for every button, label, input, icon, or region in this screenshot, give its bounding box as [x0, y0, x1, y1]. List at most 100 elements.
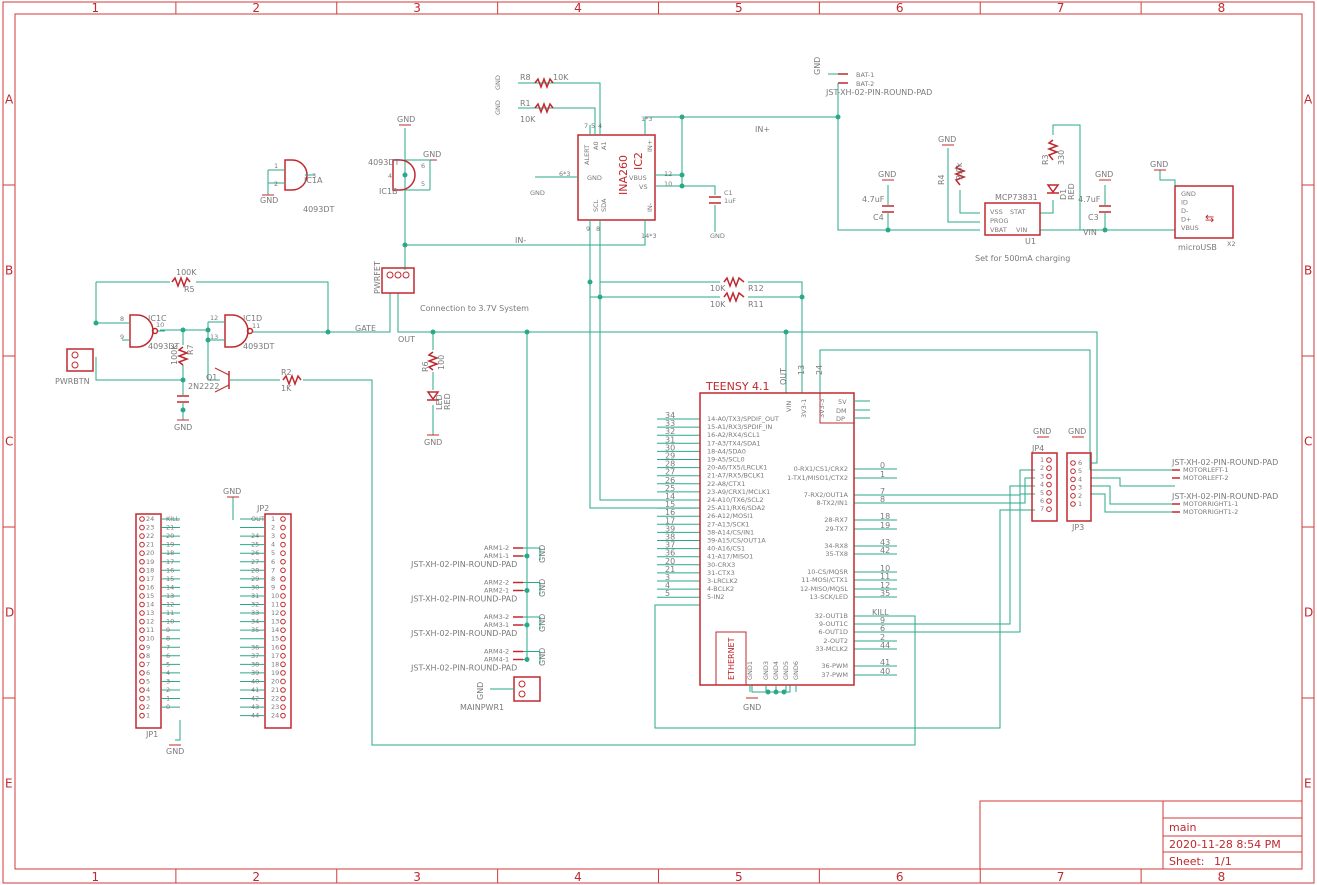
- jp3-pin-label: 2: [1078, 492, 1082, 500]
- teensy-pin-number: 41: [880, 658, 890, 667]
- gnd-label: GND: [1095, 170, 1113, 179]
- resistor-r1: R1 10K: [520, 99, 554, 124]
- capacitor-c1: C1 1uF: [709, 189, 736, 205]
- gnd-label: GND: [494, 75, 502, 90]
- svg-text:A1: A1: [600, 141, 608, 150]
- gnd-label: GND: [878, 170, 896, 179]
- zone-col-label: 1: [91, 1, 99, 15]
- svg-text:VSS: VSS: [990, 208, 1003, 216]
- capacitor-c4: 4.7uF C4: [862, 195, 894, 222]
- gnd-label: GND: [538, 579, 547, 597]
- teensy-gnd-pin: GND6: [792, 661, 800, 680]
- arm-pin1-label: ARM4-1: [484, 656, 509, 664]
- jp1-pin-label: 20: [146, 549, 154, 557]
- svg-text:X2: X2: [1227, 240, 1236, 248]
- svg-text:BAT-2: BAT-2: [856, 80, 874, 88]
- teensy-pin-name: 16-A2/RX4/SCL1: [707, 431, 760, 439]
- svg-text:R12: R12: [748, 284, 764, 293]
- teensy-gnd-pin: GND5: [782, 661, 790, 680]
- svg-text:4.7uF: 4.7uF: [1078, 195, 1101, 204]
- teensy-pin-number: 40: [880, 667, 890, 676]
- gnd-label: GND: [423, 150, 441, 159]
- gnd-label: GND: [166, 747, 184, 756]
- jp2-pin-label: 24: [271, 712, 279, 720]
- svg-text:VIN: VIN: [1016, 226, 1027, 234]
- svg-text:11: 11: [252, 322, 260, 330]
- jp1-pin-label: 9: [146, 643, 150, 651]
- teensy-pin-number: 11: [880, 572, 890, 581]
- teensy-pin-name: 1-TX1/MISO1/CTX2: [787, 474, 848, 482]
- jp2-pin-label: 11: [271, 601, 279, 609]
- svg-text:6: 6: [421, 162, 425, 170]
- zone-col-label: 3: [413, 1, 421, 15]
- jp2-pin-label: 2: [271, 524, 275, 532]
- jp1-net-label: 13: [166, 592, 174, 600]
- title-block: main 2020-11-28 8:54 PM Sheet: 1/1: [979, 800, 1303, 870]
- jp2-net-label: 25: [251, 541, 259, 549]
- svg-text:R1: R1: [520, 99, 531, 108]
- jp2-net-label: 32: [251, 601, 259, 609]
- svg-text:SCL: SCL: [592, 199, 600, 212]
- jp1-net-label: 10: [166, 618, 174, 626]
- jp1-pin-label: 22: [146, 532, 154, 540]
- resistor-r5: 100K R5: [171, 268, 197, 294]
- svg-text:JP4: JP4: [1031, 444, 1044, 453]
- arm-pin2-label: ARM2-2: [484, 579, 509, 587]
- gnd-label: GND: [424, 438, 442, 447]
- svg-text:10K: 10K: [710, 284, 726, 293]
- gnd-label: GND: [938, 135, 956, 144]
- zone-row-label: D: [1304, 606, 1313, 620]
- battery-connector: BAT-1 BAT-2 JST-XH-02-PIN-ROUND-PAD: [825, 71, 932, 97]
- svg-text:IN+: IN+: [646, 140, 654, 152]
- teensy-pin-number: 36: [665, 549, 675, 558]
- jp1-pin-label: 6: [146, 669, 150, 677]
- usb-pin-label: D+: [1181, 216, 1191, 224]
- zone-col-label: 8: [1218, 1, 1226, 15]
- jp2-pin-label: 5: [271, 549, 275, 557]
- zone-row-label: C: [1304, 435, 1312, 449]
- gnd-label: GND: [710, 232, 725, 240]
- teensy-pin-name: 19-A5/SCL0: [707, 456, 745, 464]
- svg-text:3V3-3: 3V3-3: [818, 399, 826, 418]
- jp1-pin-label: 17: [146, 575, 154, 583]
- gnd-label: GND: [397, 115, 415, 124]
- teensy-pin-name: 36-PWM: [821, 662, 848, 670]
- jp1-pin-label: 8: [146, 652, 150, 660]
- jp2-pin-label: 4: [271, 541, 275, 549]
- teensy-pin-number: 27: [665, 468, 675, 477]
- svg-text:IC2: IC2: [632, 152, 645, 170]
- svg-text:4093DT: 4093DT: [368, 158, 400, 167]
- jp2-pin-label: 3: [271, 532, 275, 540]
- svg-text:R7: R7: [186, 344, 195, 355]
- zone-row-label: A: [1304, 93, 1313, 107]
- teensy-pin-number: KILL: [872, 608, 889, 617]
- motor-part-label: JST-XH-02-PIN-ROUND-PAD: [1171, 458, 1278, 467]
- motor-pin2-label: MOTORLEFT-2: [1183, 474, 1229, 482]
- jp1-pin-label: 15: [146, 592, 154, 600]
- gnd-label: GND: [538, 545, 547, 563]
- jp2-pin-label: 22: [271, 695, 279, 703]
- teensy-pin-name: 0-RX1/CS1/CRX2: [794, 465, 848, 473]
- jp1-pin-label: 7: [146, 660, 150, 668]
- svg-text:5: 5: [421, 180, 425, 188]
- teensy-pin-number: 3: [665, 573, 670, 582]
- jp2-pin-label: 6: [271, 558, 275, 566]
- jp1-net-label: 6: [166, 652, 170, 660]
- jp2-pin-label: 23: [271, 703, 279, 711]
- jp1-pin-label: 11: [146, 626, 154, 634]
- svg-text:330: 330: [1057, 150, 1066, 165]
- jp1-net-label: 8: [166, 635, 170, 643]
- jp2-pin-label: 12: [271, 609, 279, 617]
- jp2-net-label: 27: [251, 558, 259, 566]
- teensy-gnd-pin: GND4: [772, 661, 780, 680]
- svg-text:12: 12: [664, 170, 672, 178]
- zone-row-label: E: [1304, 777, 1312, 791]
- jp2-net-label: 30: [251, 583, 259, 591]
- jp1-net-label: 1: [166, 695, 170, 703]
- gnd-label: GND: [1033, 427, 1051, 436]
- svg-text:VS: VS: [639, 183, 648, 191]
- teensy-pin-number: 28: [665, 460, 675, 469]
- jp2-net-label: 40: [251, 677, 259, 685]
- jp1-net-label: 5: [166, 660, 170, 668]
